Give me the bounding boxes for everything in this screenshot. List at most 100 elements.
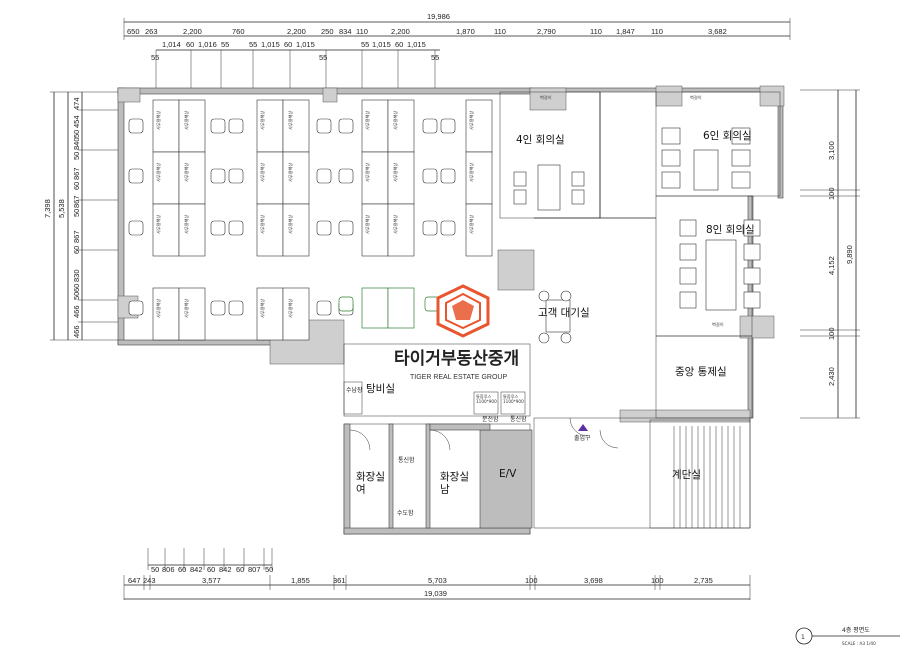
desk-column-2 (256, 99, 310, 341)
svg-text:사무용책상: 사무용책상 (364, 163, 371, 182)
dim-7398: 7,398 (43, 199, 52, 218)
entrance-marker-icon (578, 424, 588, 431)
dim-b1855: 1,855 (291, 576, 310, 585)
dim-9890: 9,890 (845, 245, 854, 264)
office-chair (210, 300, 226, 316)
dim-b2735: 2,735 (694, 576, 713, 585)
room-labels: 4인 회의실 6인 회의실 8인 회의실 고객 대기실 중앙 통제실 탕비실 수… (346, 94, 755, 517)
dim-110c: 110 (590, 27, 602, 36)
dim-60b-left: 60 (72, 246, 81, 254)
office-chair (316, 118, 332, 134)
office-chair (210, 118, 226, 134)
office-chair (128, 220, 144, 236)
dim-1870: 1,870 (456, 27, 475, 36)
dim-867b: 867 (72, 195, 81, 208)
office-chair (228, 300, 244, 316)
comm-top-label: 통신함 (398, 456, 415, 464)
office-chair (228, 220, 244, 236)
dim-b3698: 3,698 (584, 576, 603, 585)
tiger-logo-icon (436, 284, 490, 338)
drawing-number: 1 (801, 634, 805, 641)
office-chair (210, 220, 226, 236)
office-chair (228, 118, 244, 134)
svg-text:사무용책상: 사무용책상 (287, 163, 294, 182)
dim-2200a: 2,200 (183, 27, 202, 36)
dim-100a: 100 (827, 187, 836, 200)
desk-column-1 (152, 99, 206, 341)
svg-text:사무용책상: 사무용책상 (287, 299, 294, 318)
dim-50d: 50 (72, 292, 81, 300)
right-dimensions: 3,100 100 4,152 100 2,430 9,890 (800, 89, 860, 419)
office-chair (128, 118, 144, 134)
svg-text:사무용책상: 사무용책상 (468, 111, 475, 130)
dim-50c: 50 (72, 209, 81, 217)
svg-text:사무용책상: 사무용책상 (259, 215, 266, 234)
meeting8-furniture (679, 219, 761, 311)
dim-474: 474 (72, 97, 81, 110)
dim-2200c: 2,200 (391, 27, 410, 36)
meeting8-label: 8인 회의실 (706, 224, 755, 236)
control-label: 중앙 통제실 (675, 366, 727, 378)
dim-55-small-b: 55 (319, 53, 327, 62)
dim-1015b: 1,015 (296, 40, 315, 49)
dim-110d: 110 (651, 27, 663, 36)
svg-text:사무용책상: 사무용책상 (183, 111, 190, 130)
dim-55b: 55 (249, 40, 257, 49)
dim-4152: 4,152 (827, 256, 836, 275)
office-chair (316, 300, 332, 316)
dim-1014: 1,014 (162, 40, 181, 49)
dim-454: 454 (72, 115, 81, 128)
wall-small-1: 벽걸이 (540, 94, 552, 101)
office-chair (338, 220, 354, 236)
office-chair (422, 168, 438, 184)
svg-text:사무용책상: 사무용책상 (259, 111, 266, 130)
bottom-dimensions: 50 806 60 842 60 842 60 807 50 647 243 3… (123, 548, 751, 600)
dim-b60c: 60 (236, 565, 244, 574)
svg-text:사무용책상: 사무용책상 (364, 215, 371, 234)
dim-50b: 50 (72, 152, 81, 160)
office-chair-new (338, 296, 354, 312)
drawing-scale: SCALE : A3 1/40 (842, 641, 876, 646)
dim-2790: 2,790 (537, 27, 556, 36)
dim-b100b: 100 (651, 576, 664, 585)
dim-834: 834 (339, 27, 352, 36)
svg-text:사무용책상: 사무용책상 (364, 111, 371, 130)
dim-b50a: 50 (151, 565, 159, 574)
entrance-label: 출입구 (574, 434, 591, 442)
dim-b806: 806 (162, 565, 175, 574)
dim-1016: 1,016 (198, 40, 217, 49)
svg-text:사무용책상: 사무용책상 (287, 111, 294, 130)
svg-text:사무용책상: 사무용책상 (183, 299, 190, 318)
dim-b807: 807 (248, 565, 261, 574)
office-chair (316, 220, 332, 236)
dim-2430: 2,430 (827, 367, 836, 386)
svg-text:사무용책상: 사무용책상 (155, 111, 162, 130)
stairs-label: 계단실 (672, 469, 701, 481)
dim-840: 840 (72, 137, 81, 150)
svg-text:사무용책상: 사무용책상 (155, 215, 162, 234)
top-dimensions: 19,986 650 263 2,200 760 2,200 250 834 1… (123, 12, 791, 88)
dim-100b: 100 (827, 327, 836, 340)
dim-1015d: 1,015 (407, 40, 426, 49)
office-desks: 사무용책상 사무용책상 사무용책상 사무용책상 사무용책상 사무용책상 사무용책… (152, 99, 493, 341)
desk-column-3 (361, 99, 415, 329)
meeting6-furniture (661, 127, 751, 191)
dim-3100: 3,100 (827, 141, 836, 160)
dim-b3577: 3,577 (202, 576, 221, 585)
pantry-label: 탕비실 (366, 383, 395, 395)
dim-b60a: 60 (178, 565, 186, 574)
dim-650: 650 (127, 27, 140, 36)
office-chair (210, 168, 226, 184)
dim-60b: 60 (284, 40, 292, 49)
svg-text:사무용책상: 사무용책상 (392, 215, 399, 234)
svg-text:사무용책상: 사무용책상 (259, 163, 266, 182)
office-chair (316, 168, 332, 184)
dim-55c: 55 (361, 40, 369, 49)
water-label: 수도함 (397, 509, 414, 517)
office-chair (440, 118, 456, 134)
drawing-title: 4층 평면도 (842, 626, 870, 634)
